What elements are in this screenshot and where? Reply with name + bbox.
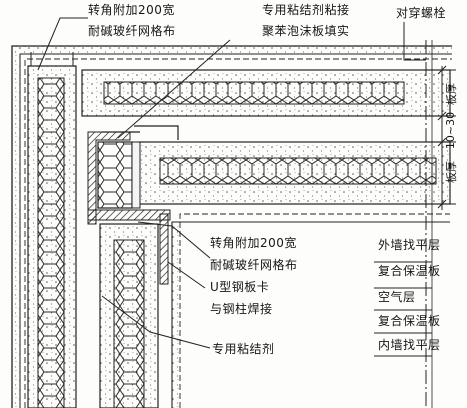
label-adhesive-foam-2: 聚苯泡沫板填实 — [262, 24, 350, 38]
dimension-lines — [436, 65, 456, 210]
vertical-composite-panel — [27, 52, 77, 408]
layer-outer-plaster: 外墙找平层 — [378, 238, 441, 252]
label-through-bolt: 对穿螺栓 — [396, 6, 447, 20]
label-corner-mesh-inner-2: 耐碱玻纤网格布 — [210, 258, 298, 272]
label-adhesive-foam-1: 专用粘结剂粘接 — [262, 3, 350, 17]
label-corner-mesh-top-1: 转角附加200宽 — [88, 3, 175, 17]
label-corner-mesh-inner-1: 转角附加200宽 — [210, 236, 297, 250]
dim-gap: 10~30 — [444, 111, 458, 150]
layer-inner-plaster: 内墙找平层 — [378, 338, 441, 352]
layer-air-gap: 空气层 — [378, 290, 416, 304]
through-bolt — [425, 40, 433, 408]
label-adhesive: 专用粘结剂 — [212, 342, 275, 356]
inner-plaster-layer — [171, 213, 450, 408]
dim-board-thickness-1: 板厚 — [445, 83, 458, 105]
label-corner-mesh-top-2: 耐碱玻纤网格布 — [88, 24, 176, 38]
layer-composite-panel-outer: 复合保温板 — [378, 264, 441, 278]
label-u-clip-1: U型钢板卡 — [210, 280, 270, 294]
top-composite-panel — [81, 69, 451, 117]
foam-infill-block — [97, 141, 141, 209]
u-steel-clip — [87, 125, 179, 285]
layer-composite-panel-inner: 复合保温板 — [378, 314, 441, 328]
leader-lines — [37, 17, 432, 357]
dim-board-thickness-2: 板厚 — [445, 161, 458, 183]
inner-composite-panel — [137, 141, 451, 205]
outer-plaster-layer — [11, 45, 452, 408]
label-u-clip-2: 与钢柱焊接 — [210, 302, 273, 316]
